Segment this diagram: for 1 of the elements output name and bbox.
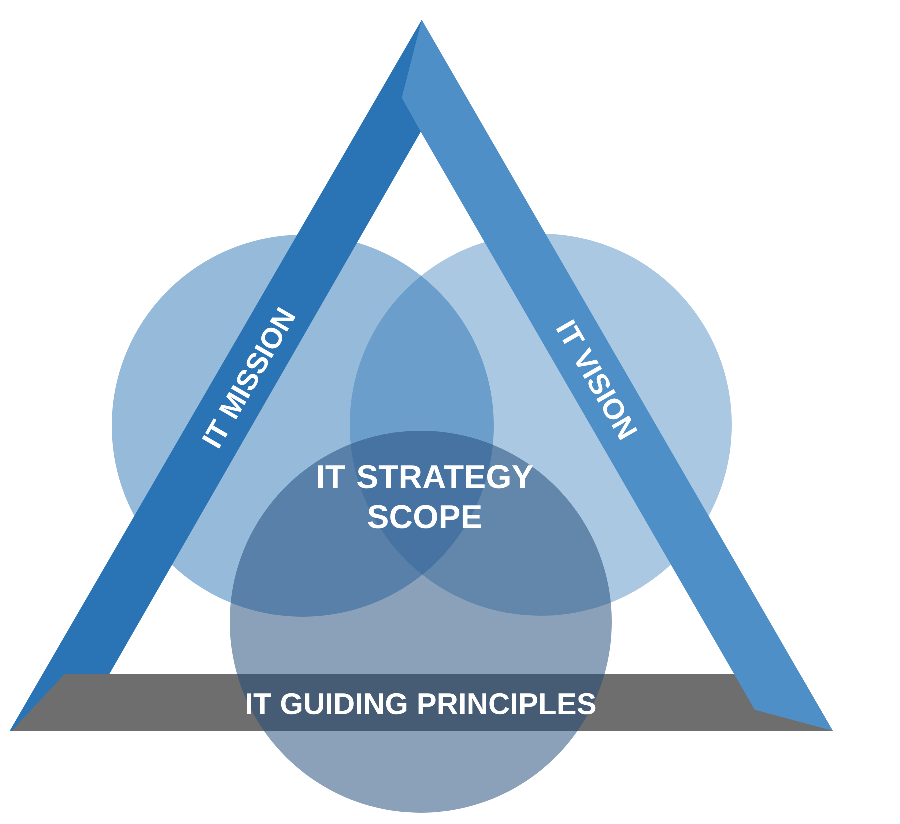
base-band: IT GUIDING PRINCIPLES xyxy=(12,674,833,731)
